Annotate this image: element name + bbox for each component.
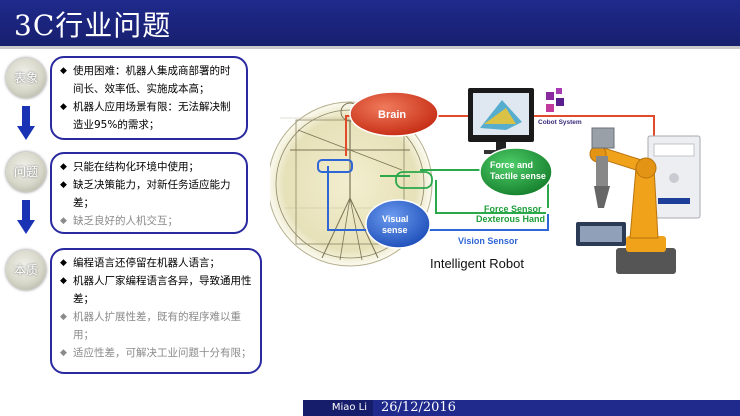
footer: Miao Li 26/12/2016 [0, 400, 740, 416]
step-box-3: ◆编程语言还停留在机器人语言； ◆机器人厂家编程语言各异，导致通用性差； ◆机器… [50, 248, 262, 374]
step-circle-3: 本质 [6, 250, 46, 290]
step-box-1: ◆使用困难：机器人集成商部署的时间长、效率低、实施成本高； ◆机器人应用场景有限… [50, 56, 248, 140]
diamond-bullet-icon: ◆ [60, 102, 67, 112]
list-item: ◆缺乏决策能力，对新任务适应能力差； [60, 176, 240, 212]
down-arrow-icon [17, 200, 35, 236]
slide-title: 3C行业问题 [14, 9, 172, 42]
robot-arm-icon [576, 127, 676, 274]
step-circle-1: 表象 [6, 58, 46, 98]
brain-node: Brain [349, 91, 439, 137]
diamond-bullet-icon: ◆ [60, 162, 67, 172]
step-circle-2: 问题 [6, 152, 46, 192]
step-box-2: ◆只能在结构化环境中使用； ◆缺乏决策能力，对新任务适应能力差； ◆缺乏良好的人… [50, 152, 248, 234]
vision-sensor-label: Vision Sensor [458, 236, 518, 246]
footer-author: Miao Li [303, 400, 373, 416]
list-item: ◆缺乏良好的人机交互； [60, 212, 240, 230]
diamond-bullet-icon: ◆ [60, 180, 67, 190]
down-arrow-icon [17, 106, 35, 142]
intelligent-robot-label: Intelligent Robot [430, 256, 524, 271]
list-item: ◆只能在结构化环境中使用； [60, 158, 240, 176]
logo-text: Cobot System [538, 119, 582, 126]
title-underline [0, 46, 740, 49]
list-item: ◆机器人应用场景有限：无法解决制造业95%的需求； [60, 98, 240, 134]
intelligent-robot-diagram: Brain Cobot System [270, 88, 701, 274]
force-sensor-label: Force Sensor [484, 204, 542, 214]
list-item: ◆机器人扩展性差，既有的程序难以重用； [60, 308, 254, 344]
cobot-system-logo: Cobot System [538, 88, 582, 126]
computer-monitor-icon [468, 88, 534, 154]
brain-label: Brain [378, 109, 406, 121]
diamond-bullet-icon: ◆ [60, 312, 67, 322]
list-item: ◆使用困难：机器人集成商部署的时间长、效率低、实施成本高； [60, 62, 240, 98]
diamond-bullet-icon: ◆ [60, 276, 67, 286]
footer-date: 26/12/2016 [373, 400, 740, 416]
diamond-bullet-icon: ◆ [60, 66, 67, 76]
dexterous-hand-label: Dexterous Hand [476, 214, 545, 224]
list-item: ◆编程语言还停留在机器人语言； [60, 254, 254, 272]
title-bar: 3C行业问题 [0, 0, 740, 46]
diamond-bullet-icon: ◆ [60, 216, 67, 226]
diamond-bullet-icon: ◆ [60, 348, 67, 358]
list-item: ◆机器人厂家编程语言各异，导致通用性差； [60, 272, 254, 308]
diamond-bullet-icon: ◆ [60, 258, 67, 268]
list-item: ◆适应性差，可解决工业问题十分有限； [60, 344, 254, 362]
